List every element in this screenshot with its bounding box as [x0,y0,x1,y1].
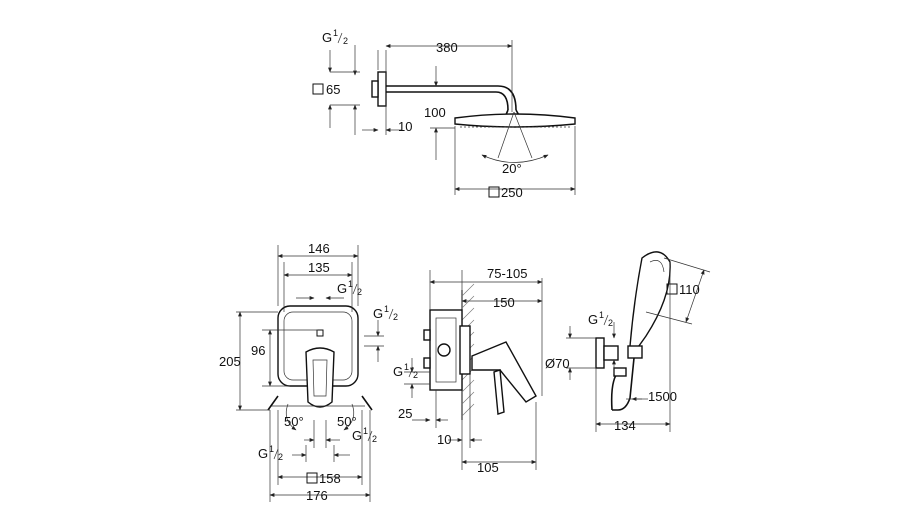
dim-offset-small: 25 [398,406,412,421]
dim-spray-angle: 20° [502,161,522,176]
dim-angle-left: 50° [284,414,304,429]
dim-wall-offset-top: 10 [398,119,412,134]
g-label-handshower: G [588,312,598,327]
square-symbol-icon [306,472,318,484]
dim-width-inner: 135 [308,260,330,275]
dim-height-inner: 96 [251,343,265,358]
dim-depth-lever: 150 [493,295,515,310]
svg-text:2: 2 [372,434,377,444]
svg-text:1: 1 [269,444,274,454]
svg-text:1: 1 [404,362,409,372]
svg-text:1: 1 [363,426,368,436]
dim-height-total: 205 [219,354,241,369]
svg-text:2: 2 [357,287,362,297]
svg-text:2: 2 [393,312,398,322]
svg-text:1: 1 [384,304,389,314]
g-label-front-top: G [337,281,347,296]
square-symbol-icon [666,283,678,295]
mixer-front-view: 146 135 G 1 2 G 1 2 205 96 50° [219,241,398,503]
square-symbol-icon [312,83,324,95]
svg-text:1: 1 [333,28,338,38]
hand-shower-view: 110 G 1 2 Ø70 1500 134 [545,251,711,433]
mixer-side-view: 75-105 150 G 1 2 25 10 105 [393,266,543,475]
dim-drop-height: 100 [424,105,446,120]
svg-text:2: 2 [608,318,613,328]
svg-text:2: 2 [413,370,418,380]
dim-depth-total: 105 [477,460,499,475]
dim-bracket-width: 134 [614,418,636,433]
svg-text:2: 2 [343,36,348,46]
dim-flange-square: 65 [326,82,340,97]
g-label-front-right: G [373,306,383,321]
dim-arm-length: 380 [436,40,458,55]
dim-width-total: 176 [306,488,328,503]
dim-width-outer: 146 [308,241,330,256]
dim-hose-length: 1500 [648,389,677,404]
dim-handshower-square: 110 [679,282,700,297]
dim-depth-range: 75-105 [487,266,527,281]
dim-angle-right: 50° [337,414,357,429]
g-label-top: G [322,30,332,45]
g-label-side: G [393,364,403,379]
svg-text:1: 1 [599,310,604,320]
square-symbol-icon [488,186,500,198]
g-label-front-bottom-right: G [352,428,362,443]
g-label-front-bottom-left: G [258,446,268,461]
head-shower-view: 380 100 10 20° 250 G 1 2 65 [312,28,576,200]
svg-text:1: 1 [348,279,353,289]
dim-elbow-diameter: Ø70 [545,356,570,371]
dim-wall-offset-side: 10 [437,432,451,447]
svg-text:2: 2 [278,452,283,462]
dim-plate-square: 158 [319,471,341,486]
dim-head-square: 250 [501,185,523,200]
